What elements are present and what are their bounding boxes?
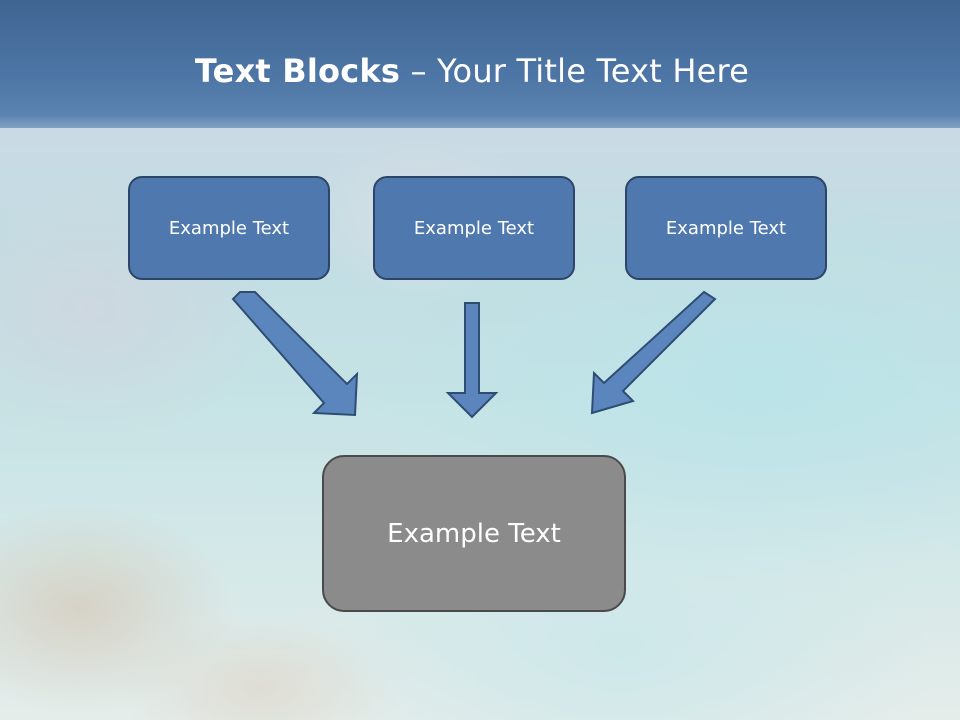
- target-block-label: Example Text: [387, 518, 561, 549]
- arrow-left-diagonal: [231, 291, 359, 417]
- title-band-background: [0, 0, 960, 140]
- arrow-center-down: [445, 302, 499, 419]
- text-block-1: Example Text: [128, 176, 330, 280]
- text-block-2-label: Example Text: [413, 217, 535, 239]
- title-regular-text: – Your Title Text Here: [400, 52, 750, 90]
- target-block: Example Text: [322, 455, 626, 612]
- text-block-1-label: Example Text: [168, 217, 290, 239]
- arrow-right-diagonal: [590, 290, 717, 415]
- slide-title: Text Blocks – Your Title Text Here: [0, 52, 944, 90]
- text-block-3-label: Example Text: [665, 217, 787, 239]
- text-block-2: Example Text: [373, 176, 575, 280]
- title-bold-text: Text Blocks: [194, 52, 401, 90]
- text-block-3: Example Text: [625, 176, 827, 280]
